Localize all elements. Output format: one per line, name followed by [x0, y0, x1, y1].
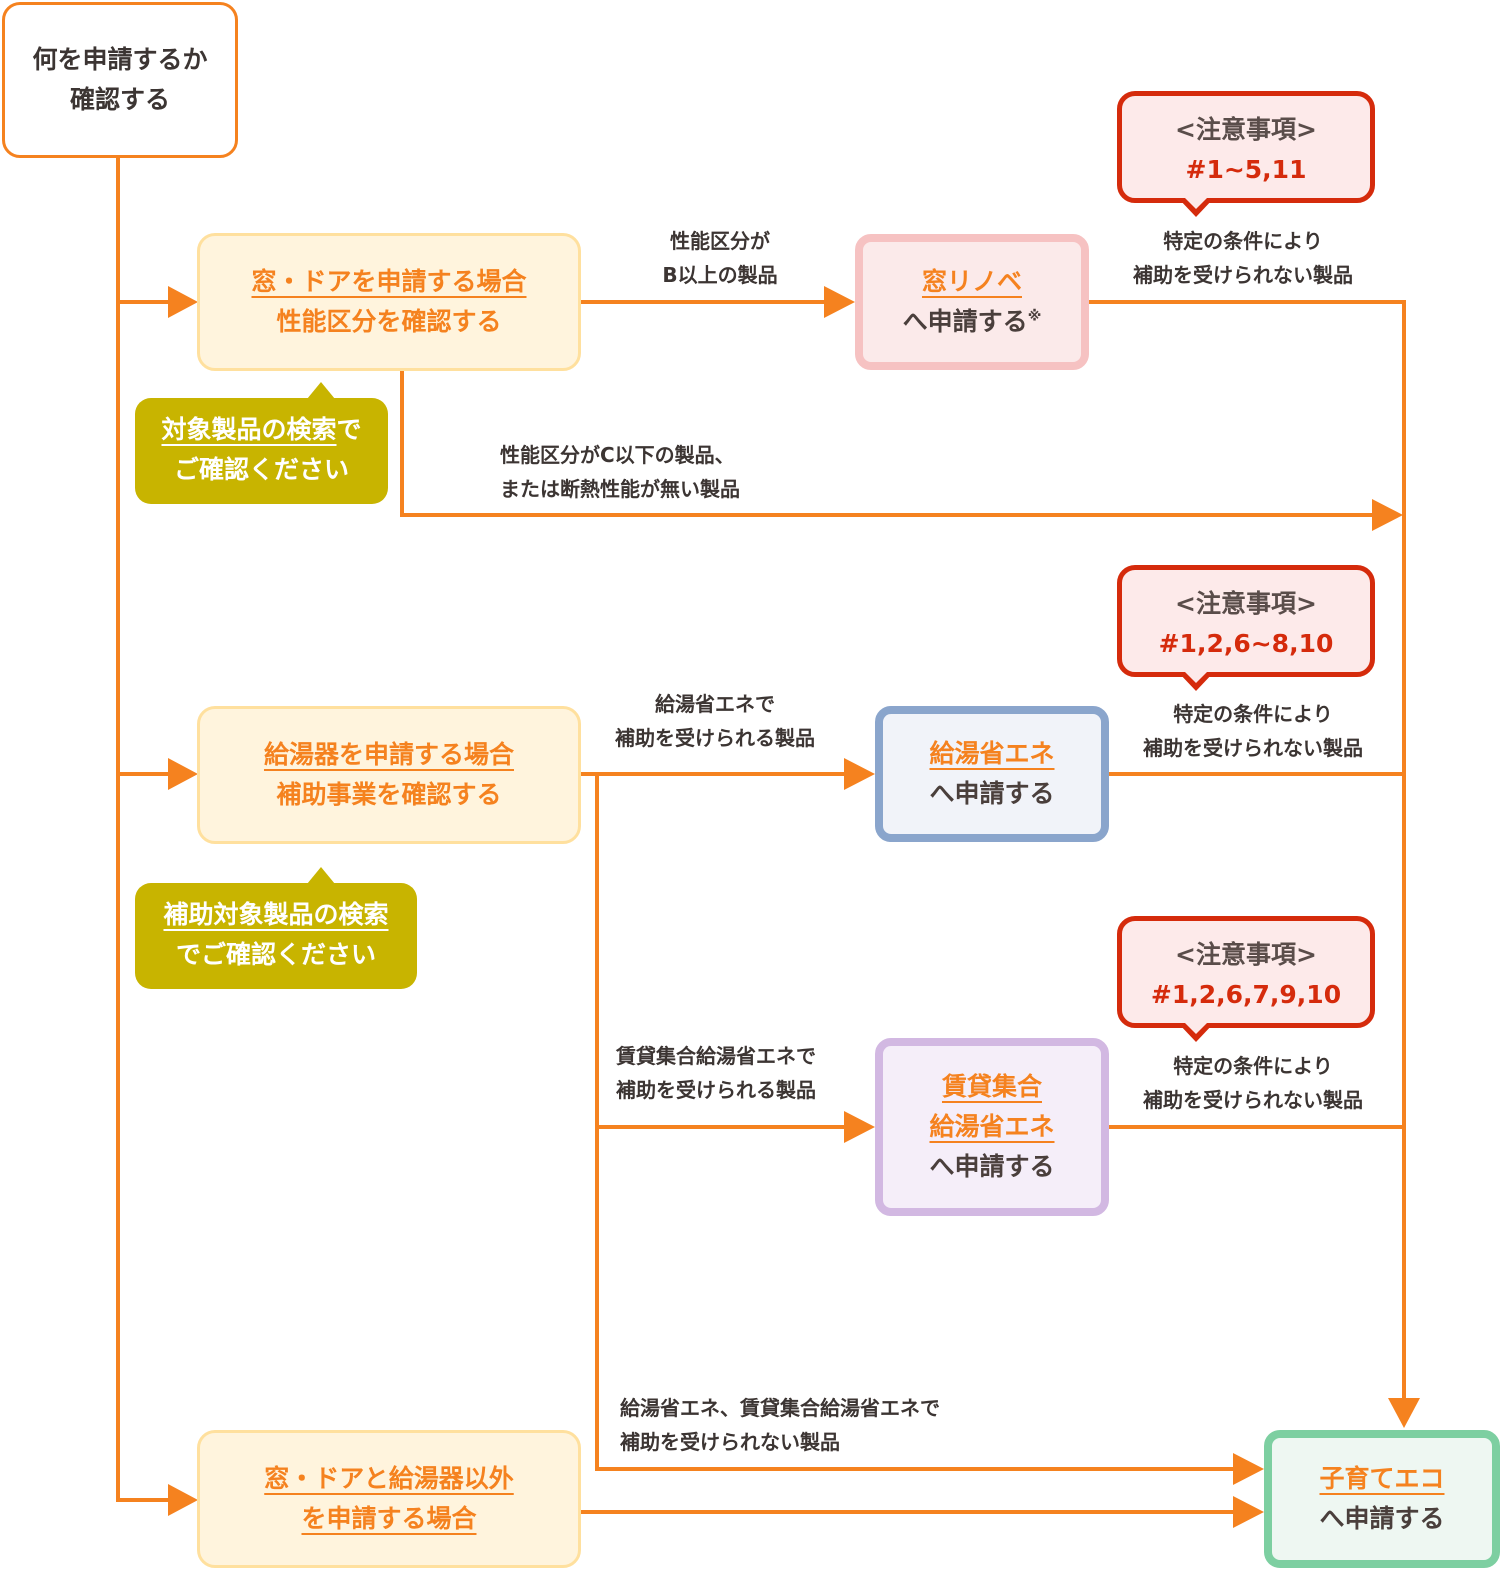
edge-window-reno-out	[1089, 300, 1406, 1400]
label-line: 性能区分がC以下の製品、	[500, 443, 735, 467]
tip-water-line2: でご確認ください	[175, 940, 376, 969]
arrowhead-window-reno	[824, 286, 855, 318]
label-line: 補助を受けられない製品	[620, 1430, 840, 1454]
window-step-line2: 性能区分を確認する	[276, 307, 502, 336]
rental-eco-link-2[interactable]: 給湯省エネ	[929, 1112, 1055, 1141]
label-rental-eligible: 賃貸集合給湯省エネで 補助を受けられる製品	[616, 1039, 816, 1107]
tip-window-suffix: で	[336, 415, 362, 444]
note-callout-3: <注意事項> #1,2,6,7,9,10	[1117, 916, 1375, 1042]
rental-eco-link-1[interactable]: 賃貸集合	[941, 1072, 1042, 1101]
arrowhead-kosodate-1	[1233, 1453, 1264, 1485]
edge-water-branch	[595, 774, 1236, 1471]
other-step-link-2[interactable]: を申請する場合	[301, 1504, 477, 1533]
note-title: <注意事項>	[1175, 115, 1317, 144]
dest-water-heater-eco: 給湯省エネ へ申請する	[875, 706, 1109, 842]
kosodate-eco-link[interactable]: 子育てエコ	[1319, 1464, 1445, 1493]
arrowhead-rental	[844, 1111, 875, 1143]
step-window: 窓・ドアを申請する場合 性能区分を確認する	[197, 233, 581, 371]
label-line: 補助を受けられない製品	[1143, 736, 1363, 760]
label-line: 特定の条件により	[1163, 229, 1323, 253]
label-window-c: 性能区分がC以下の製品、 または断熱性能が無い製品	[500, 438, 740, 506]
water-heater-eco-link[interactable]: 給湯省エネ	[929, 739, 1055, 768]
label-line: 補助を受けられない製品	[1143, 1088, 1363, 1112]
arrowhead-window	[168, 286, 198, 318]
label-line: B以上の製品	[662, 263, 778, 287]
window-renovation-line2: へ申請する	[902, 307, 1028, 336]
note-callout-1: <注意事項> #1~5,11	[1117, 91, 1375, 217]
note-callout-2: <注意事項> #1,2,6~8,10	[1117, 565, 1375, 691]
label-line: 補助を受けられる製品	[616, 1078, 816, 1102]
start-line2: 確認する	[69, 85, 170, 114]
label-water-eligible: 給湯省エネで 補助を受けられる製品	[590, 687, 840, 755]
note-numbers: #1~5,11	[1185, 155, 1307, 184]
water-heater-eco-line2: へ申請する	[929, 779, 1055, 808]
window-step-link[interactable]: 窓・ドアを申請する場合	[251, 267, 527, 296]
label-line: または断熱性能が無い製品	[500, 477, 740, 501]
label-line: 特定の条件により	[1173, 702, 1333, 726]
label-line: 給湯省エネ、賃貸集合給湯省エネで	[620, 1396, 940, 1420]
arrowhead-water-eco	[844, 758, 875, 790]
label-line: 特定の条件により	[1173, 1054, 1333, 1078]
dest-rental-water-heater-eco: 賃貸集合 給湯省エネ へ申請する	[875, 1038, 1109, 1216]
step-other: 窓・ドアと給湯器以外 を申請する場合	[197, 1430, 581, 1568]
arrowhead-window-c	[1372, 499, 1403, 531]
footnote-mark: ※	[1027, 308, 1042, 325]
window-product-search-link[interactable]: 対象製品の検索	[161, 415, 337, 444]
arrowhead-water	[168, 758, 198, 790]
trunk-line	[116, 158, 170, 1502]
dest-kosodate-eco: 子育てエコ へ申請する	[1264, 1430, 1500, 1568]
tip-window-line2: ご確認ください	[173, 455, 349, 484]
water-product-search-link[interactable]: 補助対象製品の検索	[163, 900, 389, 929]
note-title: <注意事項>	[1175, 940, 1317, 969]
water-heater-step-line2: 補助事業を確認する	[276, 780, 502, 809]
label-window-b: 性能区分が B以上の製品	[630, 224, 810, 292]
water-heater-step-link[interactable]: 給湯器を申請する場合	[263, 740, 514, 769]
label-line: 補助を受けられない製品	[1133, 263, 1353, 287]
rental-eco-line2: へ申請する	[929, 1152, 1055, 1181]
note-title: <注意事項>	[1175, 589, 1317, 618]
tip-window-search: 対象製品の検索で ご確認ください	[135, 382, 388, 504]
label-not-eligible-2: 特定の条件により 補助を受けられない製品	[1110, 697, 1396, 765]
start-box: 何を申請するか 確認する	[2, 2, 238, 158]
start-line1: 何を申請するか	[32, 45, 208, 74]
edge-window-c	[400, 370, 1375, 517]
arrowhead-kosodate-2	[1233, 1496, 1264, 1528]
tip-water-search: 補助対象製品の検索 でご確認ください	[135, 867, 417, 989]
note-numbers: #1,2,6~8,10	[1158, 629, 1334, 658]
dest-window-renovation: 窓リノベ へ申請する※	[855, 234, 1089, 370]
label-line: 性能区分が	[670, 229, 770, 253]
label-not-eligible-1: 特定の条件により 補助を受けられない製品	[1100, 224, 1386, 292]
arrowhead-kosodate-top	[1388, 1398, 1420, 1428]
arrowhead-other	[168, 1484, 198, 1516]
label-line: 補助を受けられる製品	[615, 726, 815, 750]
label-water-not-eligible: 給湯省エネ、賃貸集合給湯省エネで 補助を受けられない製品	[620, 1391, 940, 1459]
label-line: 賃貸集合給湯省エネで	[616, 1044, 816, 1068]
label-line: 給湯省エネで	[655, 692, 775, 716]
step-water-heater: 給湯器を申請する場合 補助事業を確認する	[197, 706, 581, 844]
kosodate-eco-line2: へ申請する	[1319, 1504, 1445, 1533]
note-numbers: #1,2,6,7,9,10	[1150, 980, 1342, 1009]
window-renovation-link[interactable]: 窓リノベ	[921, 267, 1022, 296]
label-not-eligible-3: 特定の条件により 補助を受けられない製品	[1110, 1049, 1396, 1117]
other-step-link-1[interactable]: 窓・ドアと給湯器以外	[264, 1464, 514, 1493]
